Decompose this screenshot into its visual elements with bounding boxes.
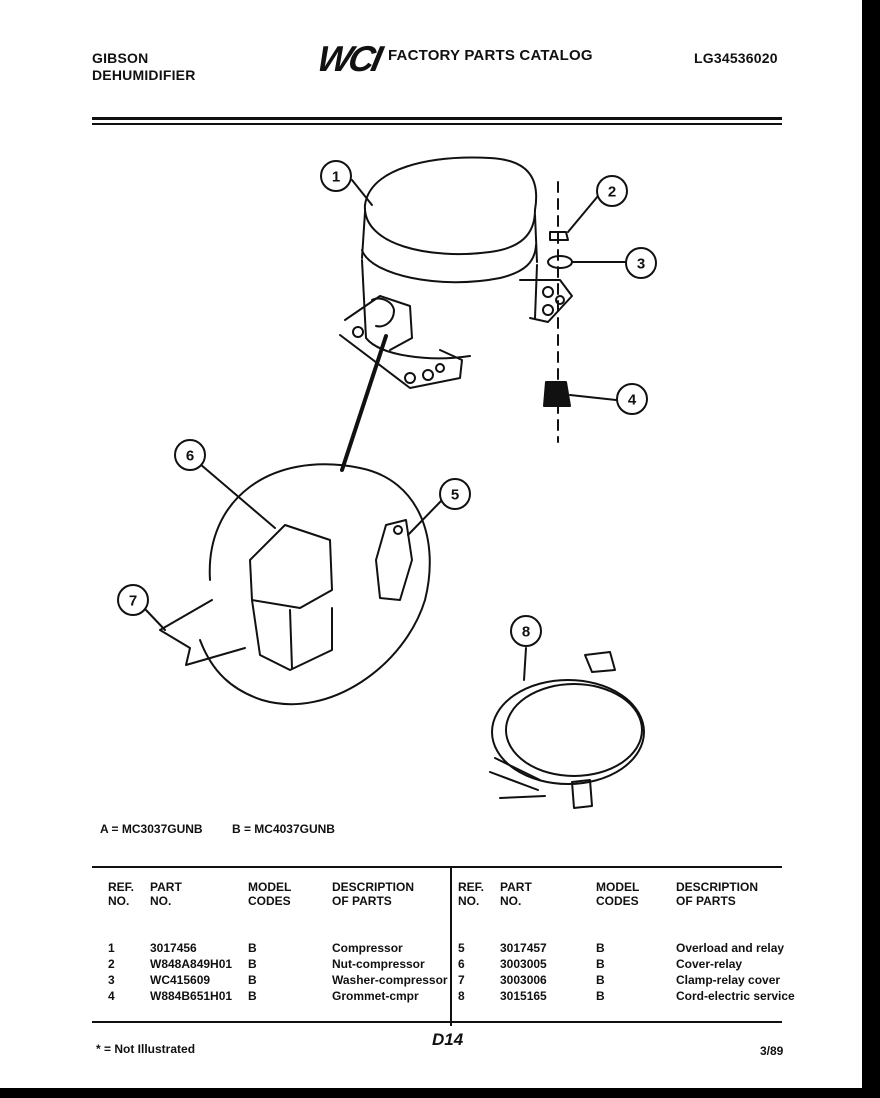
catalog-page: GIBSON DEHUMIDIFIER WCI FACTORY PARTS CA… [0, 0, 862, 1088]
product-name: DEHUMIDIFIER [92, 67, 196, 83]
callout-7-label: 7 [129, 593, 137, 610]
table-rule-top [92, 866, 782, 868]
table-column-divider [450, 866, 452, 1026]
col-header-ref: REF.NO. [458, 880, 485, 908]
callout-8-label: 8 [522, 624, 530, 641]
callout-1-label: 1 [332, 169, 340, 186]
catalog-id: LG34536020 [694, 50, 778, 66]
callout-3-label: 3 [637, 256, 645, 273]
callout-5 [439, 478, 471, 510]
header-rule-bottom [92, 123, 782, 125]
callout-2-label: 2 [608, 184, 616, 201]
model-b: B = MC4037GUNB [231, 822, 335, 836]
callout-1 [320, 160, 352, 192]
callout-6 [174, 439, 206, 471]
compressor-drawing [339, 156, 573, 389]
model-legend: A = MC3037GUNB B = MC4037GUNB [100, 822, 361, 836]
header-rule-top [92, 117, 782, 120]
callout-4-label: 4 [628, 392, 637, 409]
callout-6-label: 6 [186, 448, 194, 465]
table-rule-bottom [92, 1021, 782, 1023]
revision-date: 3/89 [760, 1044, 784, 1058]
col-header-ref: REF.NO. [108, 880, 135, 908]
callout-3 [625, 247, 657, 279]
grommet-drawing [543, 381, 571, 407]
exploded-parts-diagram: 1 2 3 4 5 6 7 8 [117, 156, 657, 809]
callout-8 [510, 615, 542, 647]
model-a: A = MC3037GUNB [100, 822, 203, 836]
footnote: * = Not Illustrated [96, 1042, 196, 1056]
nut-drawing [549, 231, 569, 241]
callout-4 [616, 383, 648, 415]
washer-drawing [547, 255, 573, 269]
page-code: D14 [432, 1030, 464, 1049]
callout-2 [596, 175, 628, 207]
brand-logo: WCI [313, 38, 384, 79]
catalog-title: FACTORY PARTS CATALOG [388, 47, 593, 64]
maker-name: GIBSON [92, 50, 149, 66]
callout-5-label: 5 [451, 487, 459, 504]
callout-7 [117, 584, 149, 616]
